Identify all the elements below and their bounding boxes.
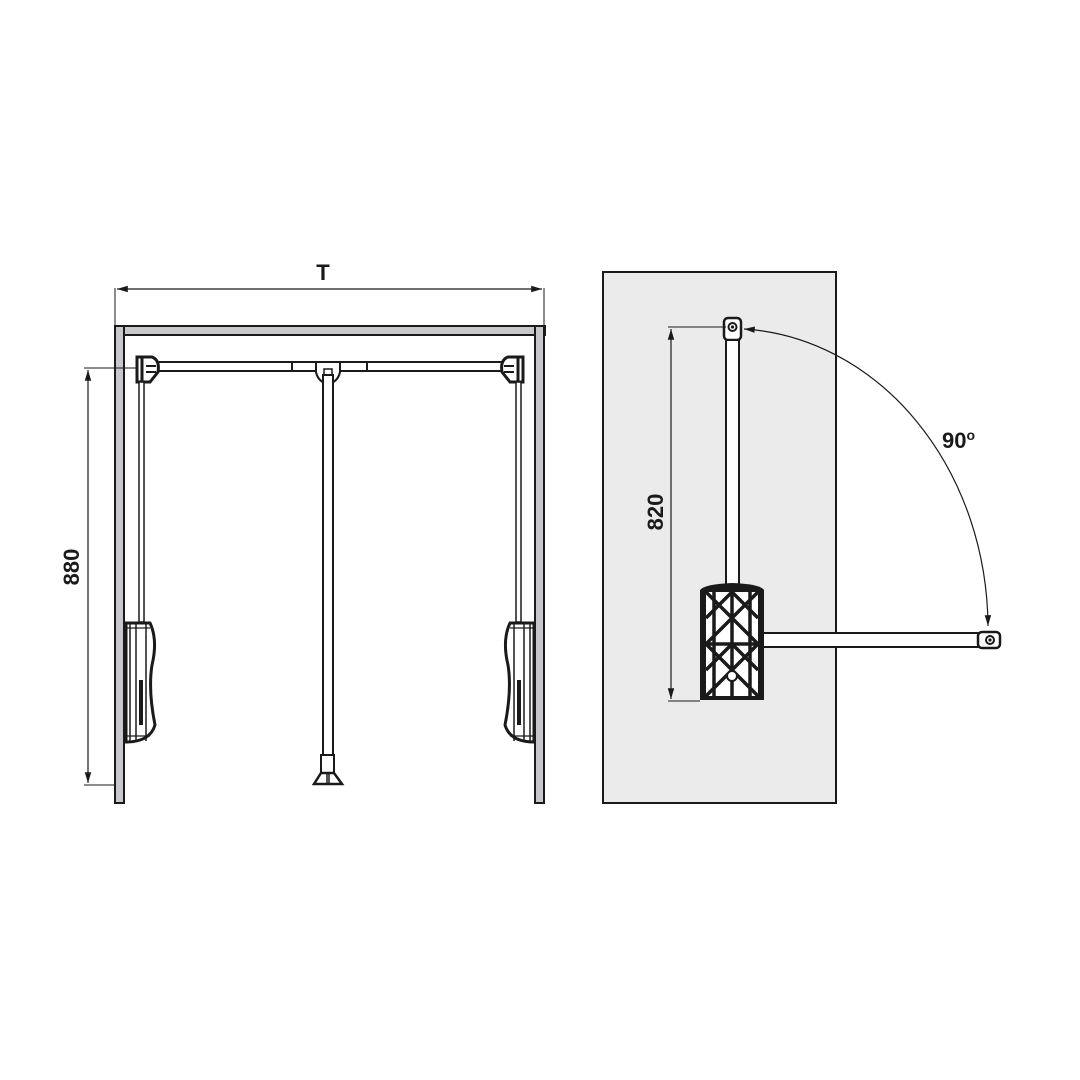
left-bracket [135, 355, 160, 384]
right-lift-arm [503, 381, 536, 744]
height-label-880: 880 [59, 549, 84, 586]
width-label: T [316, 260, 330, 285]
height-dimension-880 [84, 367, 137, 786]
side-view [602, 271, 1002, 804]
left-lift-arm [124, 381, 157, 744]
horizontal-arm-position [759, 630, 1002, 650]
rotation-angle-arc [743, 326, 992, 627]
right-bracket [500, 355, 525, 384]
vertical-arm-position [722, 316, 743, 586]
center-pull-rod [311, 361, 345, 786]
mechanism-housing [700, 583, 764, 700]
height-dimension-820 [667, 326, 726, 702]
height-label-820: 820 [643, 494, 668, 531]
width-dimension [114, 285, 545, 328]
angle-value: 90 [942, 428, 966, 453]
front-view [84, 285, 546, 804]
degree-symbol: o [966, 427, 975, 443]
angle-label: 90o [942, 427, 975, 453]
cabinet-frame [114, 325, 546, 804]
